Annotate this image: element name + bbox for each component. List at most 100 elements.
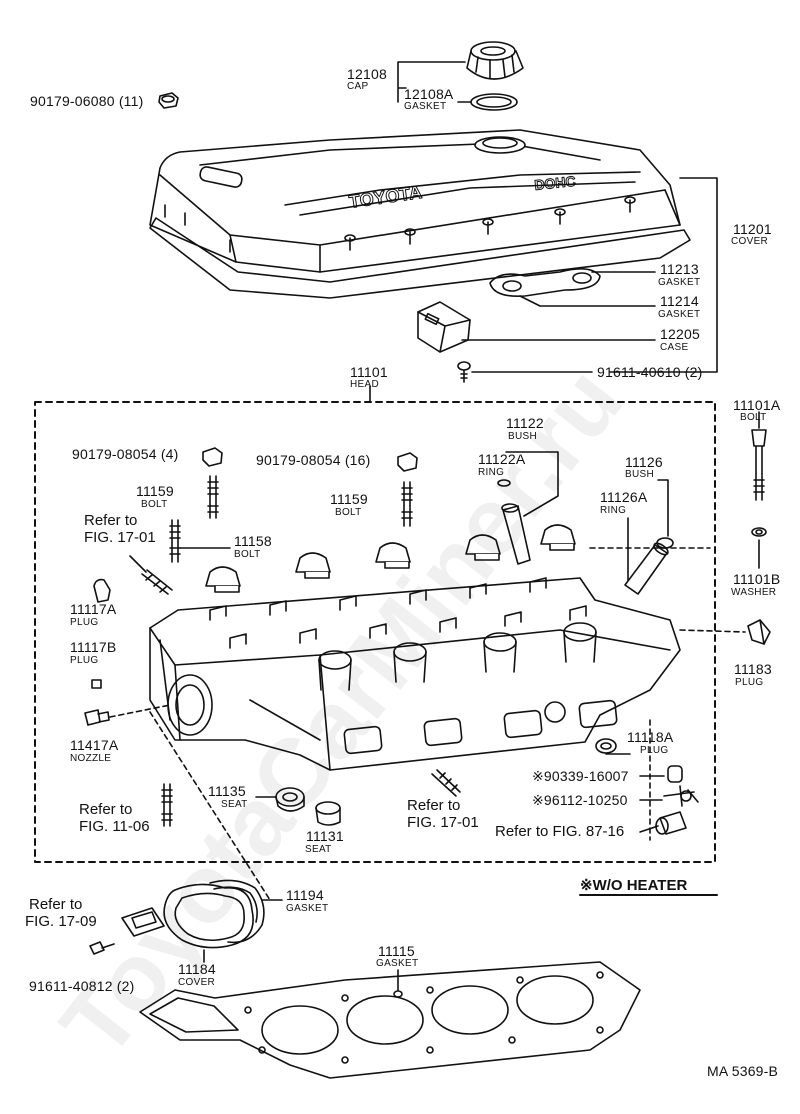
label-bush-11122-name: BUSH <box>508 431 537 442</box>
ref-17-01-top-leader <box>129 555 147 573</box>
nut-90179-08054-16-drawing <box>397 452 418 472</box>
cover-bracket-leader <box>609 177 718 373</box>
ref-17-01-bottom-line2[interactable]: FIG. 17-01 <box>407 814 479 831</box>
label-plug-11118a-number: 11118A <box>627 729 674 745</box>
ref-87-16-leader <box>639 825 659 833</box>
label-bush-11126-name: BUSH <box>625 469 654 480</box>
ref-11-06-line1[interactable]: Refer to <box>79 801 133 818</box>
label-bolt-11158-number: 11158 <box>234 533 272 549</box>
valve-cover-drawing: TOYOTA DOHC <box>149 129 681 273</box>
label-plug-11117a-number: 11117A <box>70 601 117 617</box>
label-seat-11135-name: SEAT <box>221 799 248 810</box>
case-12205-drawing <box>417 301 471 353</box>
label-bolt-11159-left-name: BOLT <box>141 499 168 510</box>
label-plug-11118a-name: PLUG <box>640 745 669 756</box>
nut-90179-08054-4-drawing <box>202 447 223 467</box>
ref-17-01-top-line1[interactable]: Refer to <box>84 512 138 529</box>
plate-ref-17-09-drawing <box>121 907 165 937</box>
ring-11122a-drawing <box>497 479 511 487</box>
ref-17-09-line1[interactable]: Refer to <box>29 896 83 913</box>
label-case-number: 12205 <box>660 326 700 342</box>
label-gasket-11213-number: 11213 <box>660 261 699 277</box>
label-cover-11184-name: COVER <box>178 977 216 988</box>
label-ring-11122a-name: RING <box>478 467 505 478</box>
bush-11126-leader <box>657 479 669 537</box>
plug-11117b-drawing <box>91 679 102 689</box>
label-bush-11126-number: 11126 <box>625 454 663 470</box>
label-part-96112: ※96112-10250 <box>532 792 628 808</box>
label-case-name: CASE <box>660 342 689 353</box>
label-bolt-11158-name: BOLT <box>234 549 261 560</box>
label-cap-number: 12108 <box>347 66 387 82</box>
label-gasket-11115-name: GASKET <box>376 958 419 969</box>
nozzle-11417a-drawing <box>84 709 110 726</box>
figure-id: MA 5369-B <box>707 1063 779 1079</box>
plug-11118a-drawing <box>595 738 617 754</box>
plug-11183-drawing <box>747 619 771 645</box>
label-bolt-91611-40610: 91611-40610 (2) <box>597 364 703 380</box>
label-washer-name: WASHER <box>731 587 777 598</box>
label-nut-4: 90179-08054 (4) <box>72 446 179 462</box>
label-nut-top: 90179-06080 (11) <box>30 93 144 109</box>
ref-17-09-line2[interactable]: FIG. 17-09 <box>25 913 97 930</box>
label-part-90339: ※90339-16007 <box>532 768 629 784</box>
label-gasket-11214-name: GASKET <box>658 309 701 320</box>
label-plug-11183-number: 11183 <box>734 661 772 677</box>
label-bush-11122-number: 11122 <box>506 415 544 431</box>
label-gasket-11194-number: 11194 <box>286 887 324 903</box>
label-nut-16: 90179-08054 (16) <box>256 452 371 468</box>
label-cover-number: 11201 <box>733 221 772 237</box>
label-plug-11117a-name: PLUG <box>70 617 99 628</box>
label-nozzle-name: NOZZLE <box>70 753 112 764</box>
label-cap-gasket-number: 12108A <box>404 86 454 102</box>
ref-11-06-line2[interactable]: FIG. 11-06 <box>79 818 150 835</box>
label-cover-11184-number: 11184 <box>178 961 216 977</box>
washer-11101b-drawing <box>751 527 767 537</box>
label-bolt-11159-mid-name: BOLT <box>335 507 362 518</box>
ref-17-01-bottom-line1[interactable]: Refer to <box>407 797 461 814</box>
label-head-name: HEAD <box>350 379 379 390</box>
oil-filler-cap-drawing <box>466 41 524 80</box>
wo-heater-note: ※W/O HEATER <box>580 877 688 894</box>
bush-11126-drawing <box>624 542 669 595</box>
bush-11122-drawing <box>501 503 531 565</box>
ref-17-01-top-line2[interactable]: FIG. 17-01 <box>84 529 156 546</box>
bolt-91611-40610-drawing <box>457 361 471 383</box>
label-plug-11117b-name: PLUG <box>70 655 99 666</box>
head-bolt-11101a-drawing <box>751 429 767 501</box>
part-90339-16007-drawing <box>667 765 683 783</box>
plug-11117a-drawing <box>93 578 111 603</box>
head-assembly-boundary <box>34 401 716 863</box>
label-cap-name: CAP <box>347 81 369 92</box>
nut-90179-06080-drawing <box>158 92 179 109</box>
label-cap-gasket-name: GASKET <box>404 101 447 112</box>
head-gasket-11115-drawing <box>139 961 641 1079</box>
cap-leader <box>397 61 466 103</box>
label-plug-11117b-number: 11117B <box>70 639 117 655</box>
stud-ref-17-01-drawing <box>141 569 173 595</box>
seat-11131-drawing <box>315 801 341 826</box>
cap-gasket-drawing <box>470 93 518 111</box>
stud-ref-11-06-drawing <box>161 783 173 827</box>
bolt-91611-40812-drawing <box>89 941 115 955</box>
label-gasket-11213-name: GASKET <box>658 277 701 288</box>
label-bolt-11101a-name: BOLT <box>740 412 767 423</box>
gasket-11214-drawing <box>489 268 601 298</box>
label-bolt-11159-mid-number: 11159 <box>330 491 368 507</box>
label-plug-11183-name: PLUG <box>735 677 764 688</box>
ref-87-16[interactable]: Refer to FIG. 87-16 <box>495 823 625 840</box>
camshaft-caps-drawing <box>205 524 576 593</box>
svg-text:DOHC: DOHC <box>534 173 577 193</box>
cover-gasket-11213-drawing <box>149 217 691 299</box>
stud-11159-mid-drawing <box>401 481 413 527</box>
bush-11122-leader <box>505 451 559 517</box>
stud-ref-17-01-bottom-drawing <box>431 769 461 797</box>
gasket-11214-leader <box>519 295 656 307</box>
label-bolt-11159-left-number: 11159 <box>136 483 174 499</box>
label-cover-name: COVER <box>731 236 769 247</box>
label-seat-11131-name: SEAT <box>305 844 332 855</box>
label-seat-11135-number: 11135 <box>208 783 246 799</box>
nozzle-dashed-leader <box>109 704 171 718</box>
label-washer-number: 11101B <box>733 571 781 587</box>
